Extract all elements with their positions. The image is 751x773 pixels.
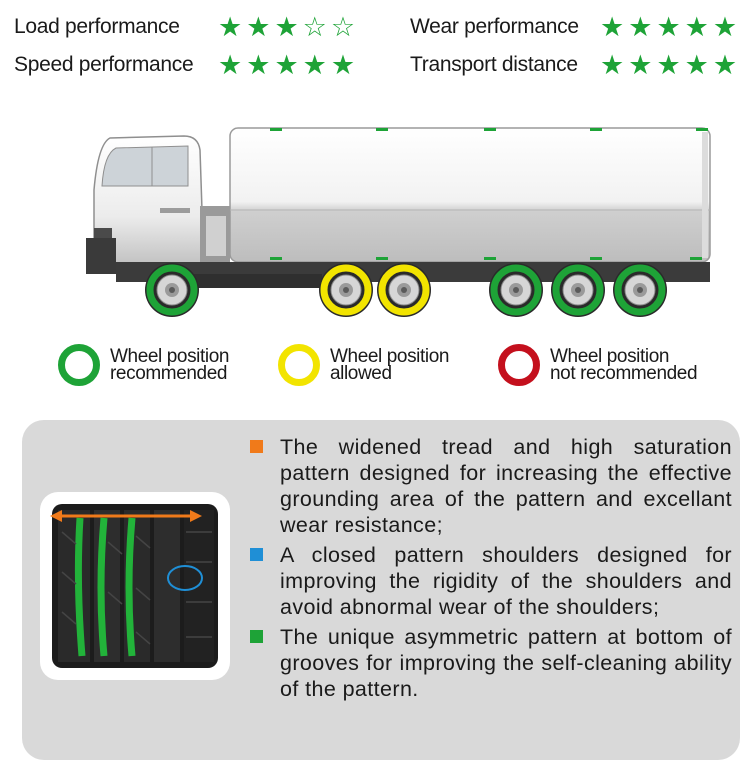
red-ring-icon (498, 344, 540, 386)
rating-distance: Transport distance (410, 48, 578, 82)
star-rating: ★★★★★ (600, 14, 737, 41)
star-rating: ★★★★★ (600, 52, 737, 79)
filled-star-icon: ★ (274, 50, 299, 80)
star-rating: ★★★★★ (218, 52, 355, 79)
filled-star-icon: ★ (600, 12, 625, 42)
star-rating: ★★★☆☆ (218, 14, 355, 41)
filled-star-icon: ★ (246, 12, 271, 42)
wheel-recommended (613, 263, 667, 317)
wheel-recommended (551, 263, 605, 317)
feature-text: A closed pattern shoulders designed for … (280, 543, 732, 619)
filled-star-icon: ★ (684, 50, 709, 80)
wheels (145, 263, 667, 317)
tire-tread-svg (50, 504, 218, 668)
truck-illustration (80, 120, 720, 325)
feature-item: The unique asymmetric pattern at bottom … (248, 624, 732, 702)
filled-star-icon: ★ (218, 12, 243, 42)
green-ring-icon (58, 344, 100, 386)
filled-star-icon: ★ (684, 12, 709, 42)
rating-label: Load performance (14, 15, 180, 38)
filled-star-icon: ★ (712, 12, 738, 42)
green-square-icon (250, 630, 263, 643)
rating-speed: Speed performance (14, 48, 194, 82)
fuel-tank (192, 274, 322, 288)
feature-list: The widened tread and high saturation pa… (248, 434, 732, 706)
performance-ratings: Load performance ★★★☆☆ Speed performance… (14, 10, 739, 80)
wheel-recommended (489, 263, 543, 317)
rating-label: Wear performance (410, 15, 579, 38)
empty-star-icon: ☆ (330, 12, 356, 42)
filled-star-icon: ★ (246, 50, 271, 80)
filled-star-icon: ★ (712, 50, 738, 80)
cargo-box (229, 127, 711, 263)
blue-square-icon (250, 548, 263, 561)
feature-item: The widened tread and high saturation pa… (248, 434, 732, 538)
filled-star-icon: ★ (274, 12, 299, 42)
filled-star-icon: ★ (600, 50, 625, 80)
filled-star-icon: ★ (302, 50, 327, 80)
filled-star-icon: ★ (656, 50, 681, 80)
filled-star-icon: ★ (628, 12, 653, 42)
filled-star-icon: ★ (656, 12, 681, 42)
feature-text: The unique asymmetric pattern at bottom … (280, 625, 732, 701)
rating-wear: Wear performance (410, 10, 579, 44)
filled-star-icon: ★ (218, 50, 243, 80)
feature-text: The widened tread and high saturation pa… (280, 435, 732, 537)
truck-cab (86, 135, 230, 274)
rating-label: Transport distance (410, 53, 578, 76)
wheel-allowed (377, 263, 431, 317)
wheel-allowed (319, 263, 373, 317)
truck-svg (86, 127, 711, 317)
filled-star-icon: ★ (330, 50, 356, 80)
yellow-ring-icon (278, 344, 320, 386)
tire-tread-image (40, 492, 230, 680)
rating-label: Speed performance (14, 53, 194, 76)
empty-star-icon: ☆ (302, 12, 327, 42)
rating-load: Load performance (14, 10, 180, 44)
feature-panel: The widened tread and high saturation pa… (22, 420, 740, 760)
filled-star-icon: ★ (628, 50, 653, 80)
wheel-recommended (145, 263, 199, 317)
feature-item: A closed pattern shoulders designed for … (248, 542, 732, 620)
orange-square-icon (250, 440, 263, 453)
